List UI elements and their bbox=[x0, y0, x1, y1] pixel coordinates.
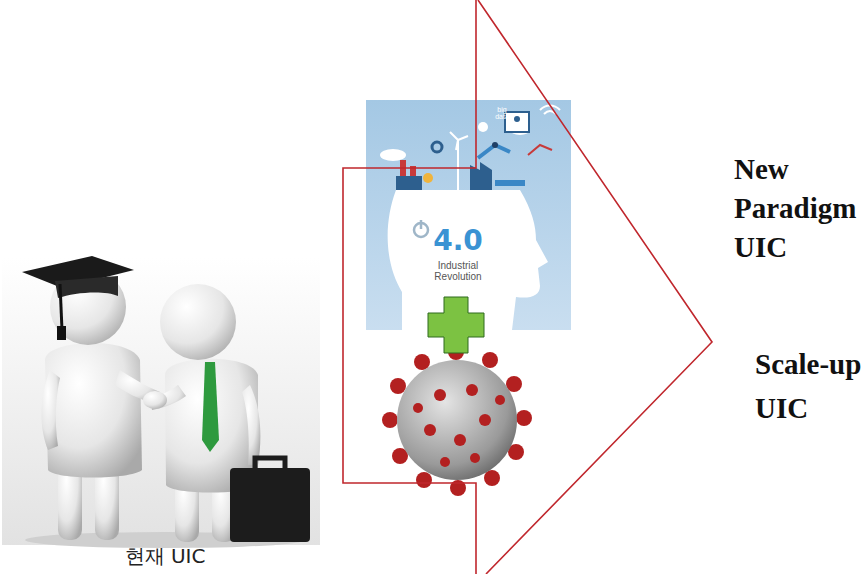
tassel bbox=[57, 326, 66, 340]
chart-line bbox=[528, 145, 552, 155]
tie bbox=[202, 362, 219, 452]
icon-text-holder: big data bbox=[491, 106, 513, 121]
arm bbox=[42, 370, 61, 450]
photo-ground bbox=[2, 258, 320, 545]
virus-spikes bbox=[382, 344, 532, 496]
gear bbox=[432, 142, 442, 152]
chevron-line bbox=[478, 0, 712, 574]
cloud bbox=[380, 149, 406, 161]
head bbox=[160, 284, 236, 360]
monitor-user bbox=[514, 116, 520, 122]
stage-label-holder: Scale-up UIC bbox=[755, 342, 863, 430]
power-icon bbox=[420, 220, 423, 229]
icon-text: big data bbox=[491, 106, 513, 121]
stage-label: New Paradigm UIC bbox=[734, 150, 864, 267]
picture-ground bbox=[366, 100, 571, 330]
version-number-holder: 4.0 bbox=[418, 226, 498, 257]
coronavirus bbox=[382, 344, 532, 496]
lightbulb bbox=[478, 122, 488, 132]
arm bbox=[242, 385, 260, 465]
windmill bbox=[450, 132, 468, 150]
briefcase-handle bbox=[255, 458, 285, 468]
factory bbox=[396, 176, 422, 190]
stage-label: Scale-up UIC bbox=[755, 342, 863, 430]
robot-joint bbox=[492, 142, 498, 148]
image-text: Industrial Revolution bbox=[422, 260, 494, 282]
handshake-figures bbox=[2, 256, 320, 548]
figure-caption-holder: 현재 UIC bbox=[65, 544, 265, 568]
virus-spikes bbox=[413, 384, 505, 467]
factory bbox=[470, 162, 492, 190]
wifi-icon bbox=[540, 106, 560, 115]
image-text-holder: Industrial Revolution bbox=[422, 260, 494, 282]
bracket-line bbox=[343, 0, 476, 574]
worker bbox=[423, 173, 433, 183]
plus-sign bbox=[428, 297, 484, 353]
red-bracket-lines bbox=[343, 0, 712, 574]
cap-base bbox=[55, 276, 118, 298]
conveyor bbox=[495, 180, 525, 186]
version-number: 4.0 bbox=[418, 226, 498, 257]
figure-caption: 현재 UIC bbox=[65, 544, 265, 568]
virus-body bbox=[397, 360, 517, 480]
briefcase bbox=[230, 468, 310, 542]
torso bbox=[45, 343, 142, 477]
stage-label-holder: New Paradigm UIC bbox=[734, 150, 864, 267]
tassel bbox=[60, 284, 62, 330]
handshake bbox=[143, 391, 167, 409]
industry-head bbox=[366, 100, 571, 330]
